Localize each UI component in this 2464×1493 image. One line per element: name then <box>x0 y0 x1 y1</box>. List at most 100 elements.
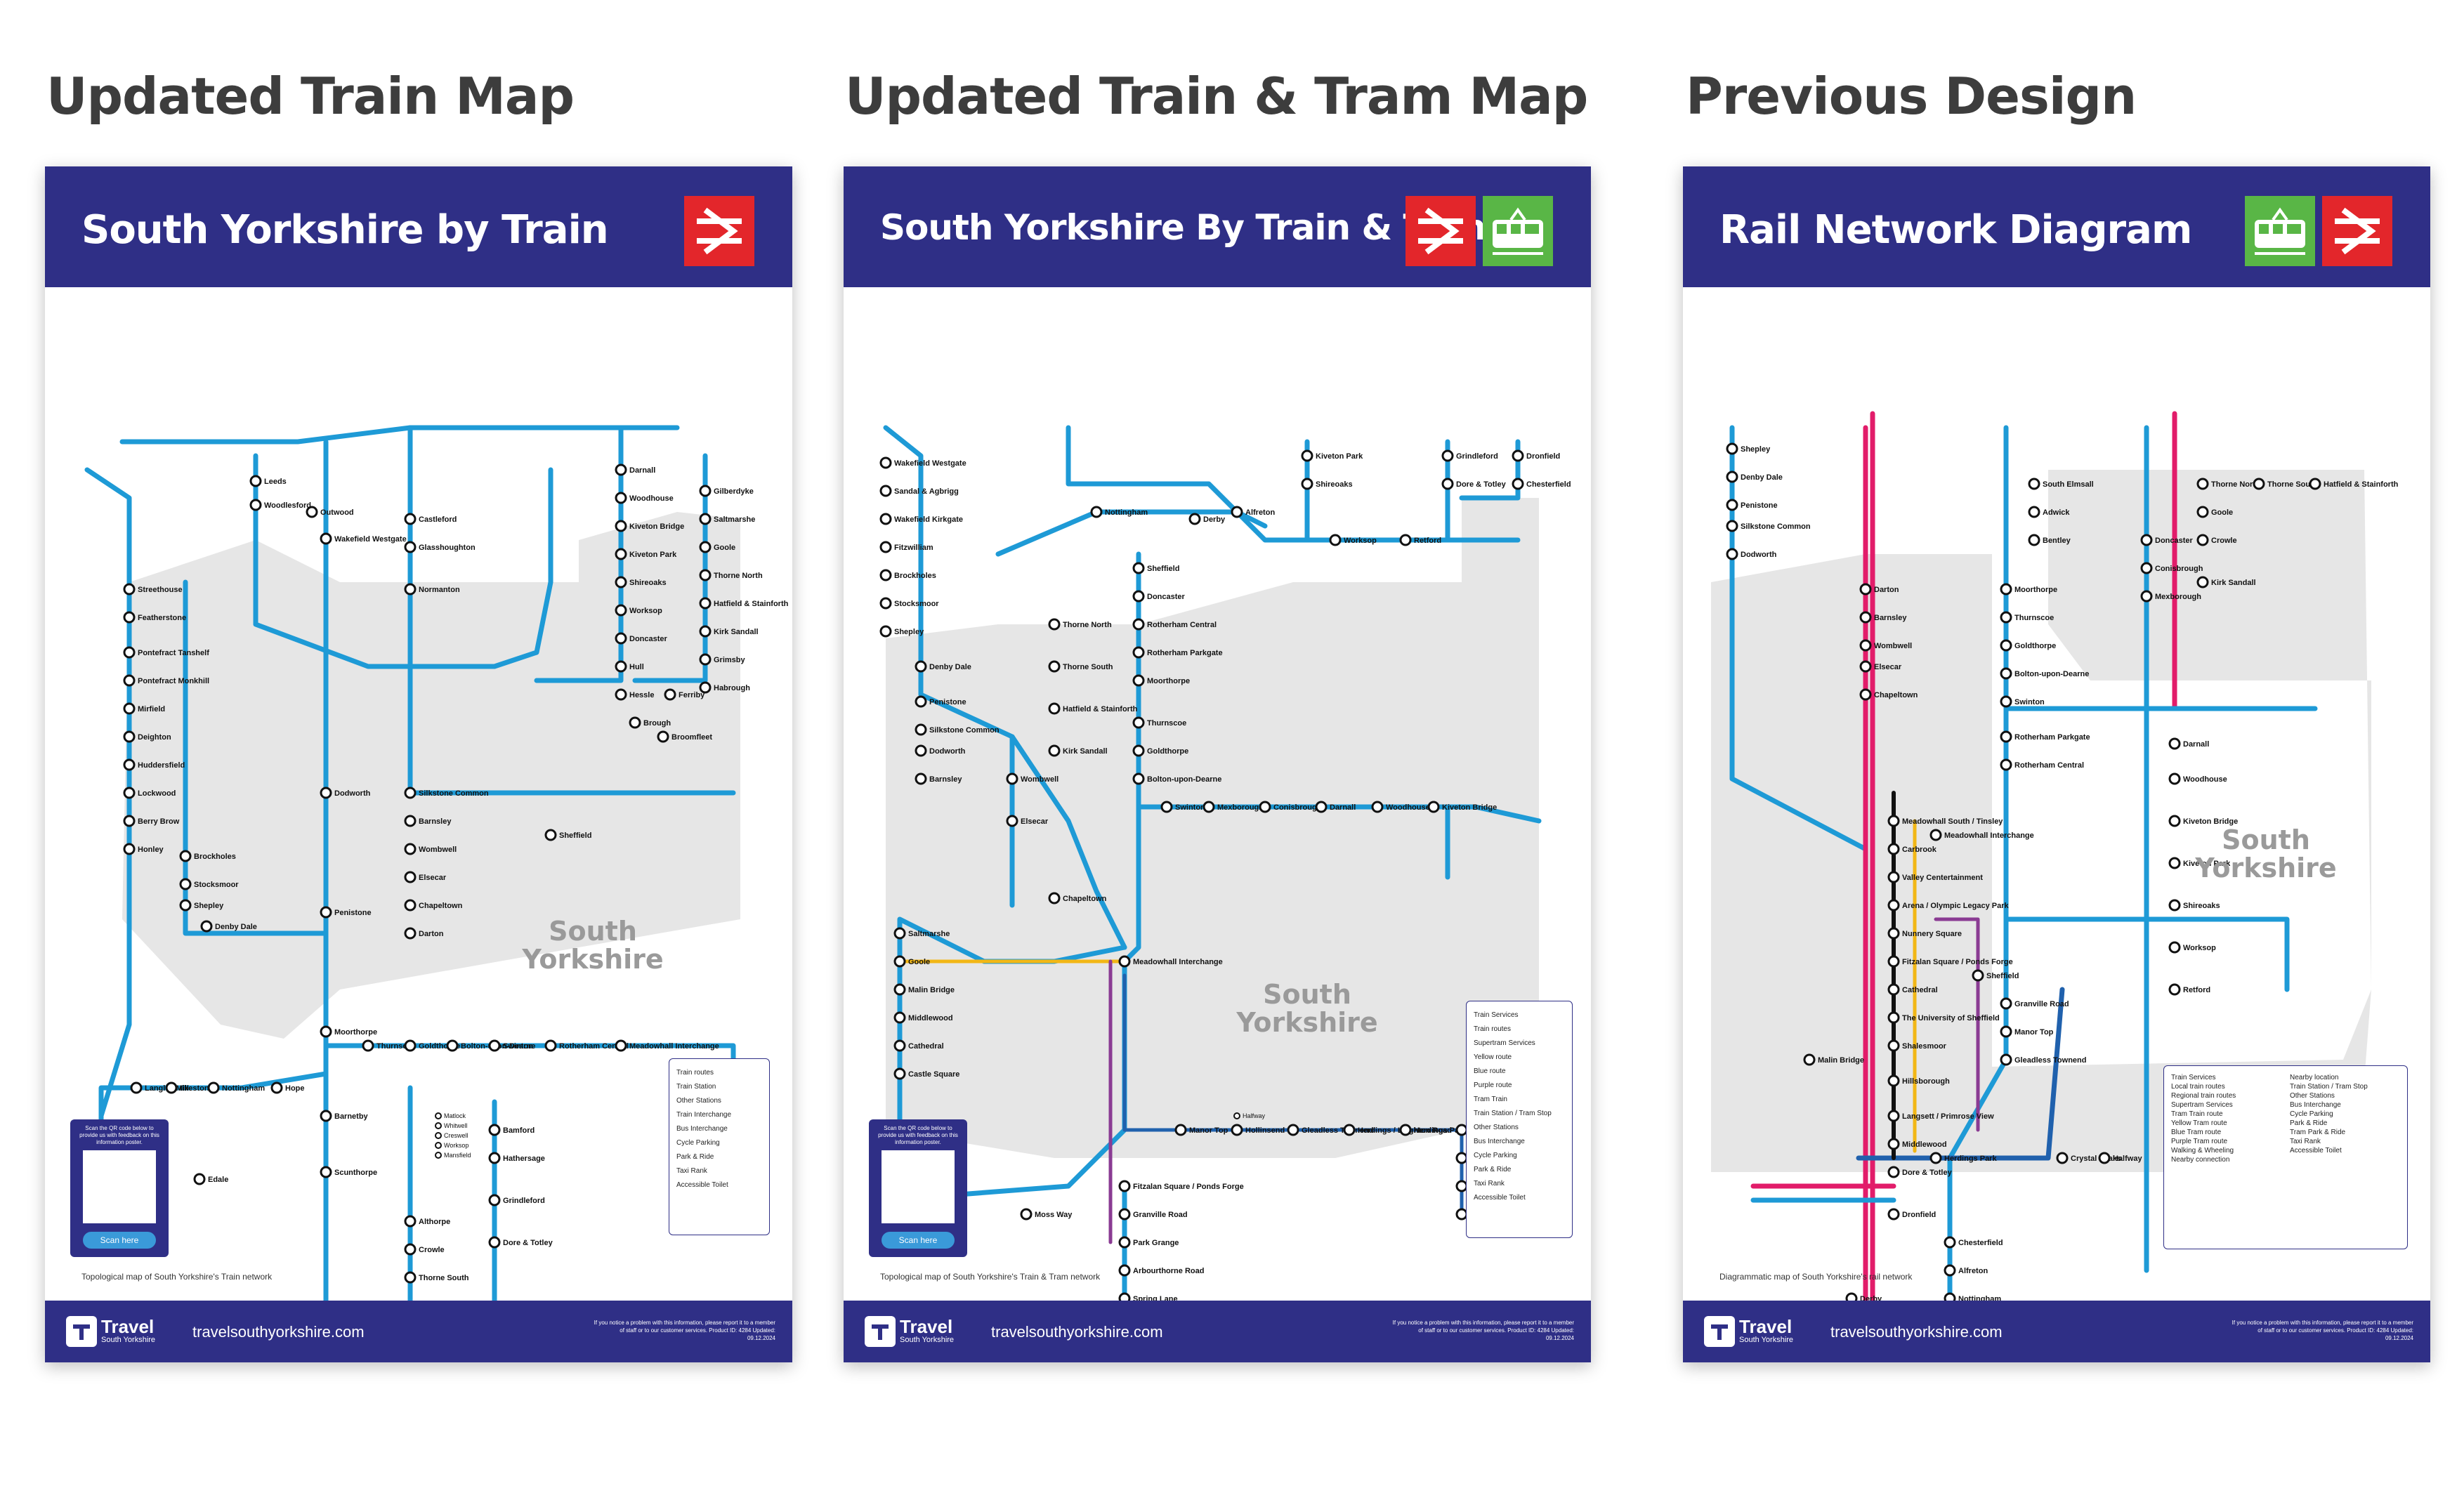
station-node: Saltmarshe <box>893 927 950 940</box>
station-marker <box>1512 478 1524 490</box>
station-label: Hatfield & Stainforth <box>1063 705 1138 713</box>
station-node: Shireoaks <box>1301 478 1353 490</box>
footer-url[interactable]: travelsouthyorkshire.com <box>991 1323 1163 1341</box>
station-label: Bentley <box>2043 537 2071 545</box>
station-node: Brockholes <box>879 569 936 581</box>
station-node: Creswell <box>435 1132 468 1139</box>
station-node: Cathedral <box>893 1039 944 1052</box>
station-node: Edale <box>193 1173 228 1185</box>
station-marker <box>699 597 712 610</box>
footer-small-print: If you notice a problem with this inform… <box>2232 1320 2413 1341</box>
route-line <box>1009 734 1127 950</box>
station-marker <box>1887 1039 1900 1052</box>
station-node: Shireoaks <box>2168 899 2220 912</box>
station-node: Shalesmoor <box>1887 1039 1947 1052</box>
station-node: Manor Top <box>1174 1124 1228 1136</box>
footer-url[interactable]: travelsouthyorkshire.com <box>1830 1323 2003 1341</box>
legend-item: Local train routes <box>2171 1083 2225 1091</box>
feedback-qr-panel[interactable]: Scan the QR code below to provide us wit… <box>70 1119 169 1257</box>
station-node: Bolton-upon-Dearne <box>1132 772 1221 785</box>
station-node: Fitzwilliam <box>879 541 933 553</box>
station-marker <box>123 611 136 624</box>
station-node: Kiveton Bridge <box>2168 815 2238 827</box>
station-node: Shepley <box>179 899 224 912</box>
station-label: Nottingham <box>1105 508 1148 517</box>
station-marker <box>544 1039 557 1052</box>
station-node: Dore & Totley <box>1441 478 1507 490</box>
legend-item: Cycle Parking <box>676 1139 720 1147</box>
station-node: Grimsby <box>699 653 746 666</box>
station-label: Thorne South <box>419 1274 469 1282</box>
station-marker <box>123 674 136 687</box>
station-node: Streethouse <box>123 583 183 596</box>
station-marker <box>2168 983 2181 996</box>
station-marker <box>1329 534 1342 546</box>
station-label: Fitzalan Square / Ponds Forge <box>1133 1183 1244 1191</box>
station-marker <box>320 1166 332 1178</box>
station-marker <box>879 597 892 610</box>
station-label: Arena / Olympic Legacy Park <box>1902 902 2010 910</box>
legend-item: Bus Interchange <box>2290 1101 2341 1109</box>
scan-here-button[interactable]: Scan here <box>882 1232 955 1249</box>
station-label: Brockholes <box>894 572 936 580</box>
station-marker <box>2028 534 2040 546</box>
station-label: Kirk Sandall <box>1063 747 1108 756</box>
station-label: Doncaster <box>2155 537 2194 545</box>
route-line <box>183 579 329 1034</box>
county-area <box>886 498 1539 1158</box>
station-node: Goole <box>893 955 930 968</box>
footer-small-print: If you notice a problem with this inform… <box>594 1320 775 1341</box>
station-marker <box>446 1039 459 1052</box>
station-marker <box>1859 688 1872 701</box>
station-marker <box>1887 955 1900 968</box>
station-node: Whitwell <box>435 1122 468 1129</box>
route-line <box>534 425 624 683</box>
poster-title: South Yorkshire by Train <box>81 207 609 253</box>
station-label: Edale <box>208 1176 228 1184</box>
station-label: Retford <box>1414 537 1441 545</box>
station-node: Outwood <box>306 506 354 518</box>
station-label: Normanton <box>419 586 460 594</box>
station-marker <box>2000 1053 2012 1066</box>
station-label: Moorthorpe <box>334 1028 377 1037</box>
station-label: Chesterfield <box>1526 480 1571 489</box>
station-label: Derby <box>1860 1295 1882 1301</box>
national-rail-icon <box>1405 196 1476 266</box>
region-label: South <box>2222 824 2310 855</box>
station-label: Penistone <box>334 909 372 917</box>
station-label: Sheffield <box>559 831 591 840</box>
station-marker <box>123 843 136 855</box>
station-node: Penistone <box>320 906 372 919</box>
poster-footer: Travel South Yorkshire travelsouthyorksh… <box>844 1301 1591 1362</box>
station-label: Herdings Park <box>1944 1155 1997 1163</box>
qr-code-icon[interactable] <box>83 1150 156 1223</box>
legend-item: Accessible Toilet <box>1474 1194 1526 1202</box>
station-label: Elsecar <box>1021 817 1049 826</box>
station-label: Halfway <box>2113 1155 2142 1163</box>
station-marker <box>1887 871 1900 883</box>
station-marker <box>488 1194 501 1206</box>
station-marker <box>404 815 417 827</box>
station-marker <box>1887 1110 1900 1122</box>
station-node: Halfway <box>2098 1152 2142 1164</box>
station-marker <box>249 475 262 487</box>
station-label: Streethouse <box>138 586 183 594</box>
station-label: Silkstone Common <box>929 726 1000 735</box>
station-label: Kiveton Bridge <box>1442 803 1497 812</box>
footer-url[interactable]: travelsouthyorkshire.com <box>192 1323 365 1341</box>
station-marker <box>1726 471 1738 483</box>
station-marker <box>2168 899 2181 912</box>
station-marker <box>123 787 136 799</box>
station-marker <box>699 569 712 581</box>
footer-brand: Travel <box>900 1316 953 1337</box>
station-node: Halfway <box>1233 1112 1266 1119</box>
station-node: Wombwell <box>1006 772 1059 785</box>
scan-here-button[interactable]: Scan here <box>83 1232 156 1249</box>
station-label: Alfreton <box>1958 1267 1988 1275</box>
feedback-qr-panel[interactable]: Scan the QR code below to provide us wit… <box>869 1119 967 1257</box>
station-label: Hull <box>629 663 644 671</box>
qr-code-icon[interactable] <box>882 1150 955 1223</box>
station-marker <box>123 815 136 827</box>
station-node: Kiveton Park <box>615 548 677 560</box>
